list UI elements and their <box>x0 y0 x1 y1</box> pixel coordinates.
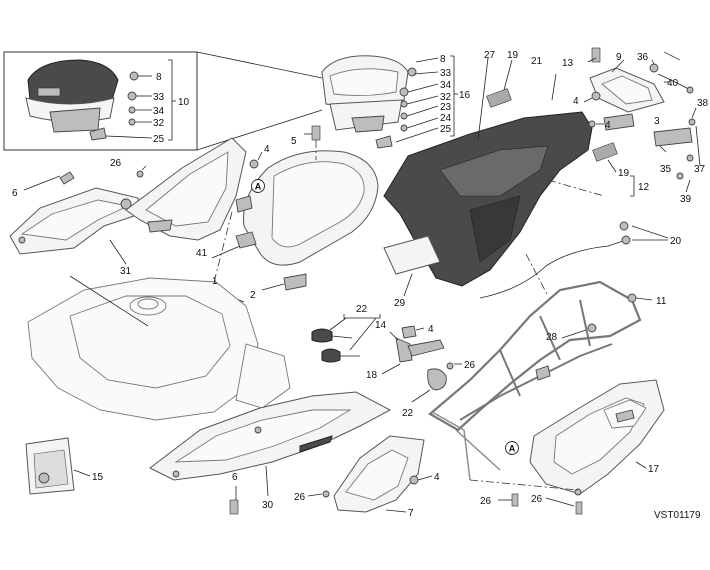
part-label: 31 <box>120 266 132 277</box>
part-label: 33 <box>153 92 165 103</box>
rear-subframe <box>428 221 669 481</box>
part-labels: 8 33 34 32 25 10 8 33 34 32 23 24 25 16 … <box>12 50 709 519</box>
rear-bracket-assembly <box>547 47 701 197</box>
part-label: 6 <box>12 188 18 199</box>
rider-seat <box>211 125 379 303</box>
owner-manual <box>383 235 441 297</box>
part-label: 20 <box>670 236 682 247</box>
part-label: 8 <box>440 54 446 65</box>
part-label: 40 <box>667 78 679 89</box>
part-label: 21 <box>531 56 543 67</box>
document-bag <box>25 437 91 495</box>
part-label: 6 <box>232 472 238 483</box>
side-cover <box>125 137 263 241</box>
part-label: 41 <box>196 248 208 259</box>
part-label: 11 <box>656 296 667 307</box>
part-label: 32 <box>153 118 165 129</box>
part-label: 4 <box>573 96 579 107</box>
part-label: 14 <box>375 320 387 331</box>
part-label: 23 <box>440 102 452 113</box>
part-label: 36 <box>637 52 649 63</box>
part-label: 4 <box>264 144 270 155</box>
part-label: 7 <box>408 508 414 519</box>
part-label: 30 <box>262 500 274 511</box>
part-label: 4 <box>434 472 440 483</box>
part-label: 26 <box>531 494 543 505</box>
lower-side-fairing <box>149 391 392 515</box>
part-label: 17 <box>648 464 660 475</box>
part-label: 25 <box>153 134 165 145</box>
tail-fairing <box>383 57 635 287</box>
part-label: 10 <box>178 97 190 108</box>
part-label: 9 <box>616 52 622 63</box>
part-label: 22 <box>356 304 368 315</box>
part-label: 13 <box>562 58 574 69</box>
part-label: 32 <box>440 92 452 103</box>
part-label: 33 <box>440 68 452 79</box>
svg-text:A: A <box>509 444 516 454</box>
callout-a-upper: A <box>251 179 265 193</box>
lower-cover <box>307 435 433 513</box>
part-label: 2 <box>250 290 256 301</box>
callout-a-lower: A <box>505 441 519 455</box>
part-label: 8 <box>156 72 162 83</box>
part-label: 39 <box>680 194 692 205</box>
part-label: 38 <box>697 98 709 109</box>
part-label: 3 <box>654 116 660 127</box>
left-side-panel <box>9 171 141 265</box>
rear-undertray <box>469 379 665 515</box>
part-label: 1 <box>212 276 218 287</box>
part-label: 19 <box>618 168 630 179</box>
drawing-code: VST01179 <box>654 510 701 521</box>
part-label: 12 <box>638 182 650 193</box>
svg-text:A: A <box>255 182 262 192</box>
part-label: 4 <box>428 324 434 335</box>
part-label: 34 <box>440 80 452 91</box>
part-label: 26 <box>110 158 122 169</box>
part-label: 26 <box>480 496 492 507</box>
part-label: 28 <box>546 332 558 343</box>
inset-seat-detail <box>3 51 323 151</box>
part-label: 15 <box>92 472 104 483</box>
part-label: 26 <box>294 492 306 503</box>
ignition-keys <box>311 314 462 403</box>
fuel-tank <box>27 275 291 421</box>
part-label: 16 <box>459 90 471 101</box>
part-label: 34 <box>153 106 165 117</box>
part-label: 26 <box>464 360 476 371</box>
part-label: 24 <box>440 113 452 124</box>
part-label: 4 <box>605 120 611 131</box>
part-label: 37 <box>694 164 706 175</box>
passenger-seat <box>321 55 458 149</box>
part-label: 27 <box>484 50 496 61</box>
part-label: 19 <box>507 50 519 61</box>
part-label: 35 <box>660 164 672 175</box>
part-label: 5 <box>291 136 297 147</box>
part-label: 22 <box>402 408 414 419</box>
part-label: 29 <box>394 298 406 309</box>
part-label: 18 <box>366 370 378 381</box>
part-label: 25 <box>440 124 452 135</box>
